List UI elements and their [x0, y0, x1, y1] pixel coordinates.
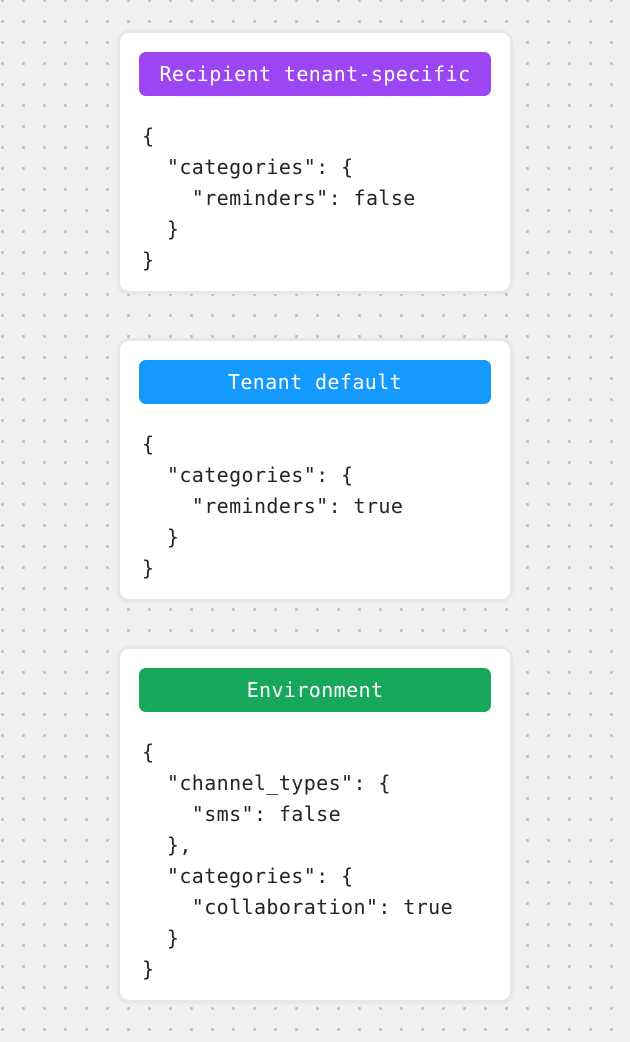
environment-badge: Environment — [139, 668, 491, 712]
tenant-default-badge: Tenant default — [139, 360, 491, 404]
environment-json: { "channel_types": { "sms": false }, "ca… — [142, 740, 454, 981]
recipient-tenant-specific-badge: Recipient tenant-specific — [139, 52, 491, 96]
recipient-tenant-specific-json: { "categories": { "reminders": false } } — [142, 124, 416, 272]
card-recipient-tenant-specific: Recipient tenant-specific { "categories"… — [117, 30, 513, 294]
card-tenant-default: Tenant default { "categories": { "remind… — [117, 338, 513, 602]
tenant-default-json: { "categories": { "reminders": true } } — [142, 432, 404, 580]
card-environment: Environment { "channel_types": { "sms": … — [117, 646, 513, 1003]
